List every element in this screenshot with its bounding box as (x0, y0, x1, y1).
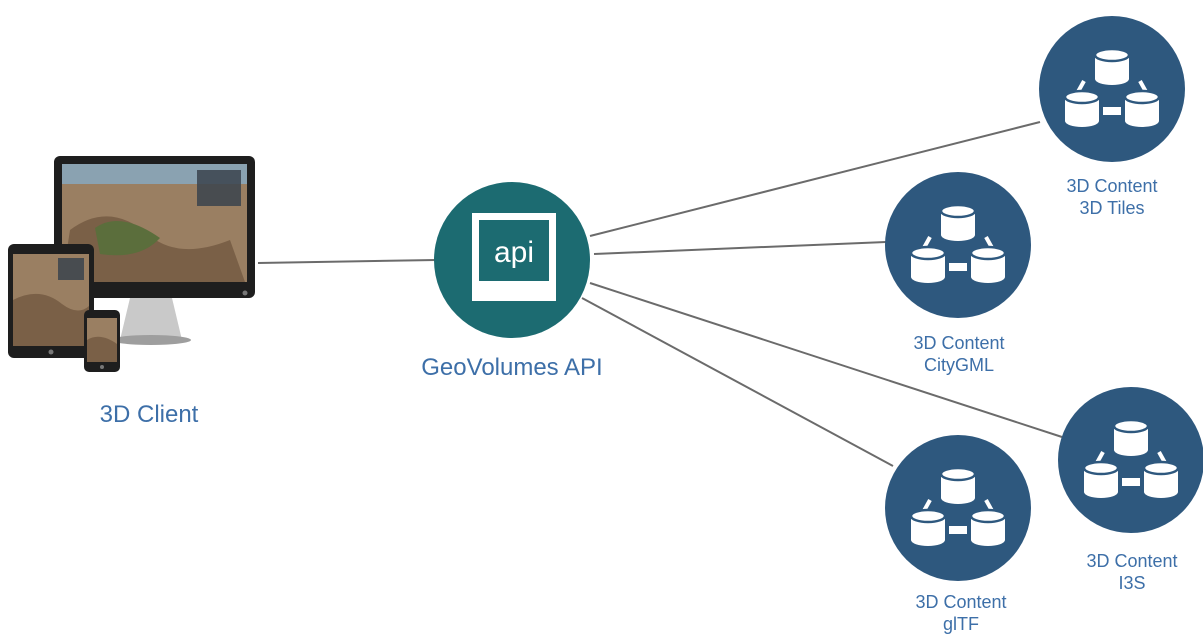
content-node-citygml (885, 172, 1031, 318)
api-icon-text: api (494, 236, 534, 269)
node-label-i3s-line1: 3D Content (1086, 551, 1178, 571)
content-node-gltf (885, 435, 1031, 581)
connector-api-citygml (593, 241, 887, 255)
tablet-icon (8, 244, 94, 358)
node-label-3dtiles-line2: 3D Tiles (1079, 197, 1145, 218)
api-node: api (434, 182, 590, 338)
node-label-i3s: 3D Content I3S (1062, 551, 1202, 594)
node-label-gltf: 3D Content glTF (891, 592, 1031, 635)
connector-api-3dtiles (589, 121, 1041, 237)
connector-client-api (257, 259, 437, 264)
client-label: 3D Client (99, 401, 199, 428)
connectors (257, 121, 1063, 467)
node-label-i3s-line2: I3S (1118, 572, 1146, 593)
connector-api-i3s (589, 282, 1063, 438)
node-label-citygml-line2: CityGML (923, 354, 994, 375)
connector-api-gltf (581, 297, 894, 467)
node-label-gltf-line1: 3D Content (915, 592, 1007, 612)
node-label-gltf-line2: glTF (943, 613, 979, 634)
monitor-icon (54, 156, 255, 345)
node-label-citygml: 3D Content CityGML (889, 333, 1029, 376)
content-node-i3s (1058, 387, 1203, 533)
node-label-3dtiles: 3D Content 3D Tiles (1042, 176, 1182, 219)
node-label-citygml-line1: 3D Content (913, 333, 1005, 353)
node-label-3dtiles-line1: 3D Content (1066, 176, 1158, 196)
api-label: GeoVolumes API (421, 354, 603, 381)
client-devices-icon (8, 156, 255, 372)
content-node-3dtiles (1039, 16, 1185, 162)
phone-icon (84, 310, 120, 372)
